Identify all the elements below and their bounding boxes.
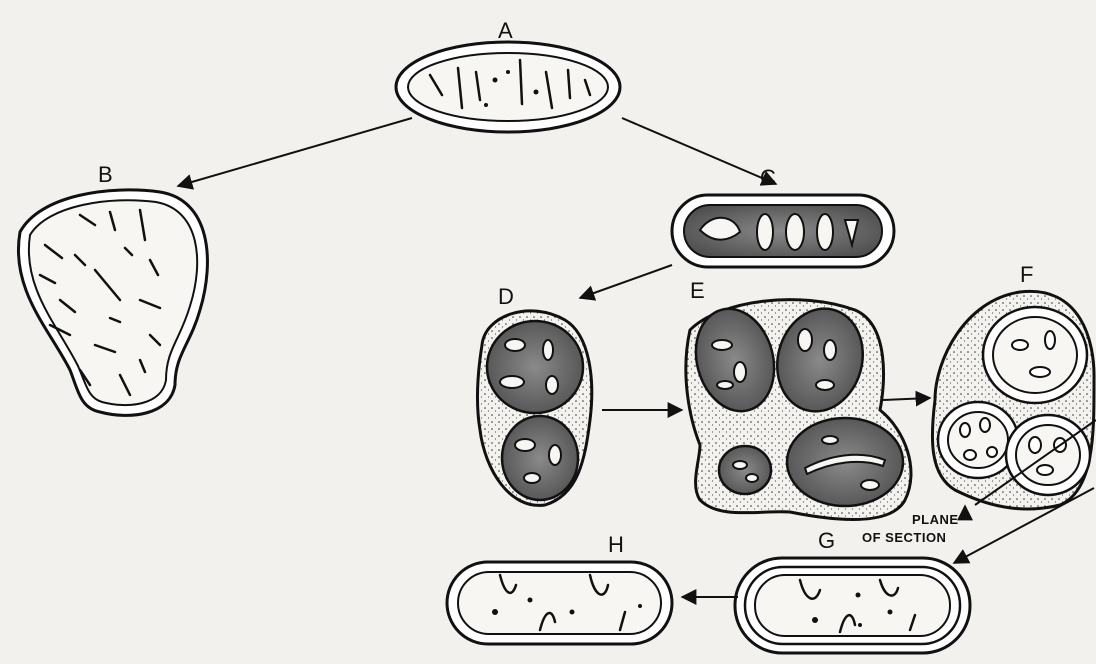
mitochondrion-e: E — [685, 278, 911, 520]
arrow-a-to-c — [622, 118, 776, 184]
mitochondrion-c: C — [672, 165, 894, 267]
label-b: B — [98, 162, 113, 187]
mitochondrion-h: H — [447, 532, 672, 644]
label-g: G — [818, 528, 835, 553]
arrow-a-to-b — [178, 118, 412, 186]
label-f: F — [1020, 262, 1033, 287]
mitochondrion-g: G — [735, 528, 970, 653]
caption-plane: PLANE — [912, 512, 959, 527]
label-a: A — [498, 18, 513, 43]
label-e: E — [690, 278, 705, 303]
arrow-c-to-d — [580, 265, 672, 298]
label-h: H — [608, 532, 624, 557]
mitochondrion-a: A — [396, 18, 620, 132]
arrow-e-to-f — [883, 398, 930, 400]
mitochondrion-b: B — [18, 162, 207, 415]
mitochondrion-f: F — [932, 262, 1094, 509]
caption-of-section: OF SECTION — [862, 530, 946, 545]
mitochondrion-d: D — [477, 284, 591, 505]
label-d: D — [498, 284, 514, 309]
